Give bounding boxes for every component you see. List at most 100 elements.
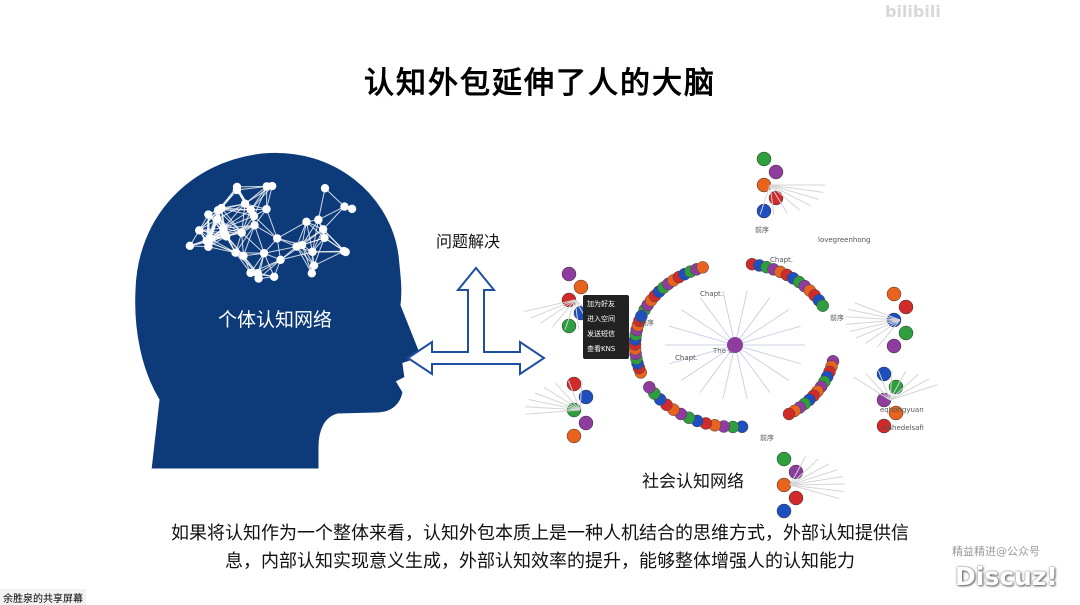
network-ray: [681, 309, 736, 346]
cluster-link: [845, 319, 901, 325]
brain-network-icon: [185, 181, 357, 283]
brain-link: [241, 232, 265, 254]
brain-link: [208, 246, 236, 254]
brain-link: [254, 225, 265, 254]
problem-solving-arrows-icon: [406, 266, 546, 376]
account-watermark: 精益精进@公众号: [952, 545, 1040, 558]
network-ray: [734, 309, 789, 346]
cluster-node: [888, 405, 904, 421]
brain-node: [341, 247, 350, 257]
cluster-link: [769, 184, 811, 206]
menu-item-send-message[interactable]: 发送短信: [587, 330, 615, 338]
cluster-node: [788, 464, 804, 480]
cluster-link: [540, 299, 576, 324]
caption-line-2: 息，内部认知实现意义生成，外部认知效率的提升，能够整体增强人的认知能力: [225, 551, 855, 572]
brain-link: [223, 224, 255, 234]
screen-share-tag: 余胜泉的共享屏幕: [0, 589, 86, 605]
brain-node: [250, 221, 259, 230]
brain-link: [318, 206, 345, 221]
brain-node: [307, 269, 317, 278]
network-user-label: lovegreenhong: [818, 236, 871, 244]
brain-node: [213, 215, 222, 224]
network-node-label: Chapt.: [675, 354, 698, 362]
cluster-link: [759, 184, 771, 215]
social-network-graph: The C.前序Chapt.前序Chapt.前序Chapt.前序lovegree…: [524, 151, 938, 519]
cluster-link: [525, 406, 581, 411]
network-ray: [699, 297, 736, 346]
cluster-link: [889, 370, 907, 401]
cluster-node: [756, 203, 772, 219]
cluster-link: [877, 370, 891, 401]
brain-link: [244, 186, 268, 205]
network-node-label: 前序: [755, 225, 769, 234]
brain-link: [223, 224, 255, 229]
brain-node: [320, 184, 330, 193]
cluster-link: [769, 184, 819, 200]
network-user-label: eqhongyuan: [880, 406, 924, 414]
network-user-label: wahedelsafi: [882, 424, 924, 432]
network-ray: [734, 297, 771, 346]
cluster-node: [756, 151, 772, 167]
network-ray: [669, 325, 736, 346]
center-node: [727, 337, 743, 353]
cluster-link: [769, 184, 801, 211]
center-node-label: The C.: [712, 347, 735, 355]
cluster-link: [849, 319, 901, 332]
cluster-link: [789, 455, 807, 486]
brain-node: [259, 249, 269, 258]
cluster-link: [865, 319, 901, 344]
cluster-link: [789, 484, 844, 492]
cluster-link: [769, 184, 824, 193]
brain-node: [340, 202, 349, 211]
network-ray: [734, 344, 789, 381]
cluster-link: [889, 373, 919, 401]
cluster-link: [528, 398, 581, 411]
network-ray: [681, 344, 736, 381]
brain-node: [318, 225, 328, 234]
cluster-node: [788, 490, 804, 506]
brain-node: [185, 241, 195, 251]
cluster-node: [876, 418, 892, 434]
menu-item-view-kns[interactable]: 查看KNS: [587, 345, 616, 353]
brain-link: [276, 221, 307, 239]
discuz-watermark: Discuz!: [955, 562, 1058, 591]
individual-network-label: 个体认知网络: [218, 309, 333, 331]
brain-node: [320, 233, 329, 243]
cluster-link: [579, 379, 583, 411]
brain-link: [263, 253, 275, 277]
brain-node: [217, 203, 226, 213]
brain-node: [232, 182, 242, 192]
cluster-link: [845, 316, 901, 321]
network-node-label: 前序: [640, 318, 654, 327]
cluster-node: [561, 318, 577, 334]
cluster-node: [898, 325, 914, 341]
cluster-node: [876, 392, 892, 408]
brain-link: [317, 188, 326, 220]
network-ray: [734, 344, 748, 400]
cluster-link: [876, 319, 901, 348]
brain-link: [235, 252, 259, 274]
network-ray: [722, 344, 736, 400]
brain-link: [313, 237, 325, 266]
brain-link: [207, 241, 236, 254]
menu-item-add-friend[interactable]: 加为好友: [587, 300, 615, 308]
brain-link: [263, 246, 297, 254]
brain-link: [322, 206, 345, 230]
cluster-node: [768, 164, 784, 180]
cluster-node: [578, 389, 594, 405]
slide-title: 认知外包延伸了人的大脑: [364, 66, 716, 101]
context-menu[interactable]: 加为好友 进入空间 发送短信 查看KNS: [583, 295, 629, 359]
brain-node: [269, 272, 279, 281]
cluster-link: [789, 476, 843, 486]
brain-link: [296, 221, 307, 247]
cluster-link: [524, 299, 576, 312]
cluster-link: [789, 463, 830, 486]
menu-item-enter-space[interactable]: 进入空间: [587, 315, 615, 323]
network-ray: [734, 344, 801, 365]
network-node-label: 前序: [830, 313, 844, 322]
cluster-node: [776, 451, 792, 467]
brain-link: [280, 251, 313, 261]
network-ray: [734, 344, 771, 393]
brain-link: [312, 219, 319, 252]
brain-link: [237, 185, 267, 188]
